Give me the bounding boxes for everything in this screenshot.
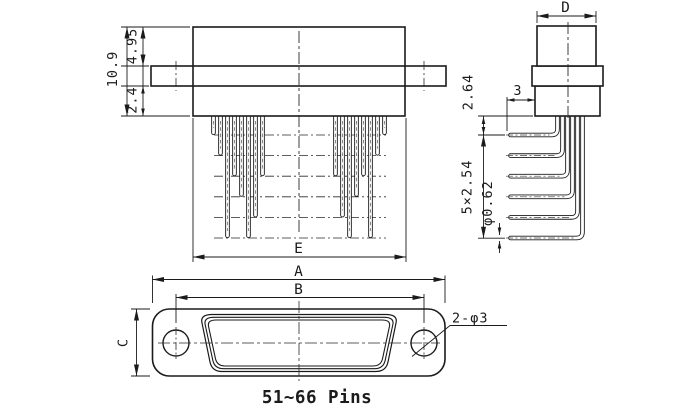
side-flange-outline [531,65,604,87]
mounting-hole-callout [411,325,507,357]
front-flange-outline [150,65,447,87]
row-pitch-dimension [478,135,505,239]
dim-label-overall-height: 10.9 [105,51,121,88]
flange-height-dimension [131,308,150,377]
dsub-opening-inner [207,319,391,367]
dim-label-row-pitch: 5×2.54 [460,160,476,215]
dim-label-side-width: D [561,0,571,16]
dim-label-hole-spacing: B [294,282,304,298]
dim-label-bottom-height: 2.4 [125,86,141,113]
dsub-opening-middle [204,316,394,370]
bottom-face-view-section: A B C 2-φ3 [116,264,507,381]
side-lower-body-outline [534,85,601,117]
tip-offset-dimension [506,97,535,131]
dsub-opening-outer [201,313,397,373]
hole-spacing-dimension [175,294,425,323]
drawing-title: 51~66 Pins [262,388,372,407]
front-height-dimensions [121,26,190,117]
side-top-body-outline [536,25,597,67]
dim-label-flange-height: C [116,338,132,347]
dim-label-pin-diameter: φ0.62 [480,180,496,226]
dim-label-pin-field-width: E [294,241,304,257]
side-view-pins [506,114,585,241]
front-view-section: 10.9 4.95 2.4 E [105,26,447,262]
dim-label-tip-offset: 3 [513,83,522,99]
flange-width-dimension [152,275,446,303]
pin-field-width-dimension [192,118,407,262]
side-width-dimension [536,11,597,23]
dim-label-flange-width: A [294,264,304,280]
first-row-offset-dimension [478,115,533,136]
dim-label-mounting-holes: 2-φ3 [452,311,489,327]
side-view-section: D 2.64 3 5×2.54 φ0.62 [460,0,604,253]
front-view-pins [211,114,387,238]
dim-label-top-height: 4.95 [125,28,141,65]
dim-label-first-row-offset: 2.64 [461,74,477,111]
